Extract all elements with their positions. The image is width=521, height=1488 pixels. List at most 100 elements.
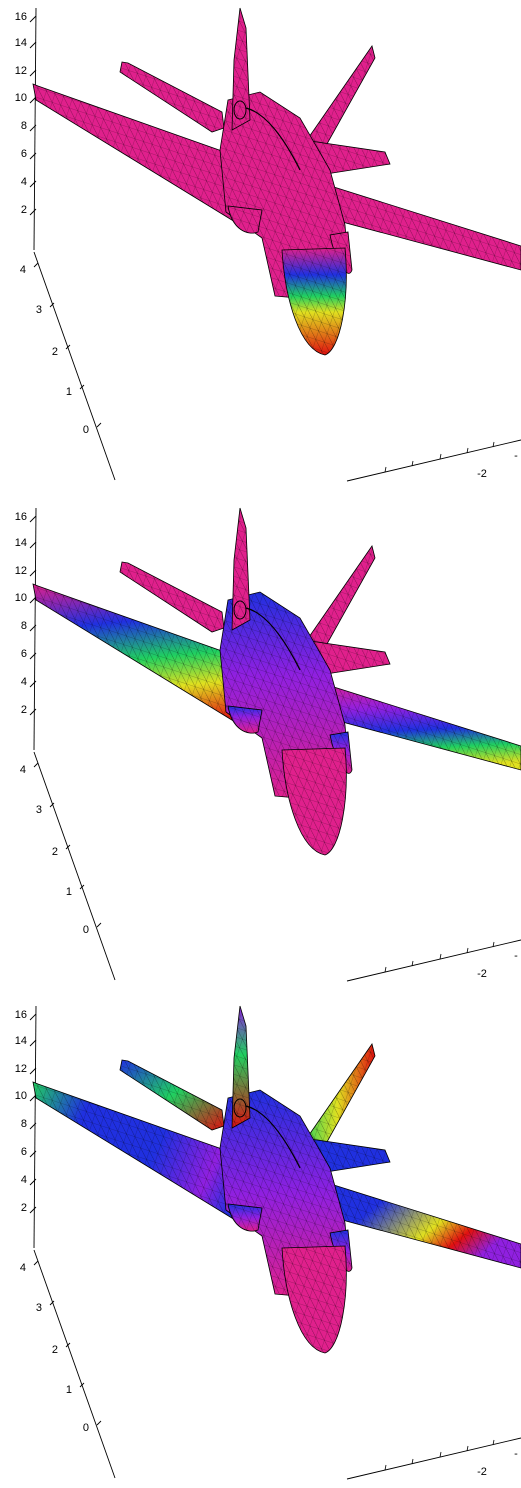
z-tick-label: 8: [21, 120, 27, 132]
y-tick-mark: [65, 844, 71, 850]
z-tick-mark: [29, 1039, 37, 1047]
right-tail-fin-mesh: [300, 46, 375, 162]
z-tick-label: 12: [15, 1063, 27, 1075]
left-wing-mesh: [33, 84, 270, 235]
z-tick-mark: [29, 1013, 37, 1021]
z-tick-mark: [29, 1150, 37, 1158]
left-engine-mesh: [228, 1204, 262, 1232]
z-tick-label: 10: [15, 92, 27, 104]
nose-cone-mesh: [282, 1246, 347, 1353]
x-axis-line: [346, 439, 521, 482]
z-tick-mark: [29, 1178, 37, 1186]
x-tick-label: -: [514, 1448, 518, 1460]
z-tick-mark: [29, 15, 37, 23]
x-axis-line: [346, 939, 521, 982]
x-minor-tick: [439, 453, 442, 460]
z-tick-mark: [29, 124, 37, 132]
y-tick-label: 0: [83, 924, 89, 936]
y-tick-label: 4: [20, 764, 26, 776]
left-wing-mesh: [33, 1082, 270, 1233]
y-tick-mark: [65, 344, 71, 350]
y-tick-mark: [79, 884, 85, 890]
right-wing-mesh: [300, 1178, 521, 1268]
right-wing-mesh: [300, 180, 521, 270]
dorsal-ridge: [245, 107, 301, 171]
nose-cone-mesh: [282, 748, 347, 855]
y-tick-mark: [33, 262, 39, 268]
right-tail-fin-mesh: [300, 546, 375, 662]
z-tick-label: 4: [21, 676, 27, 688]
y-tick-mark: [33, 762, 39, 768]
x-tick-label: -2: [477, 1466, 487, 1478]
z-tick-label: 16: [15, 1009, 27, 1021]
x-axis-line: [346, 1437, 521, 1480]
z-tick-mark: [29, 1067, 37, 1075]
y-tick-mark: [49, 302, 55, 308]
y-tick-mark: [49, 1300, 55, 1306]
y-tick-mark: [49, 802, 55, 808]
z-tick-label: 2: [21, 204, 27, 216]
y-tick-mark: [79, 384, 85, 390]
left-engine-mesh: [228, 706, 262, 734]
left-stabilizer-mesh: [120, 62, 224, 132]
z-tick-label: 16: [15, 511, 27, 523]
y-tick-label: 3: [36, 804, 42, 816]
y-axis-line: [33, 751, 116, 981]
z-tick-mark: [29, 208, 37, 216]
z-tick-mark: [29, 708, 37, 716]
y-tick-mark: [65, 1342, 71, 1348]
z-tick-label: 10: [15, 592, 27, 604]
z-tick-label: 6: [21, 1146, 27, 1158]
y-tick-label: 0: [83, 424, 89, 436]
z-tick-label: 8: [21, 1118, 27, 1130]
y-tick-label: 2: [52, 846, 58, 858]
x-minor-tick: [384, 1464, 387, 1471]
y-tick-mark: [96, 1420, 102, 1426]
z-axis-line: [33, 1005, 37, 1249]
z-axis-line: [33, 7, 37, 251]
z-tick-label: 12: [15, 565, 27, 577]
nose-cone-mesh: [282, 248, 347, 355]
y-tick-label: 4: [20, 1262, 26, 1274]
x-minor-tick: [384, 966, 387, 973]
z-tick-mark: [29, 596, 37, 604]
z-tick-mark: [29, 624, 37, 632]
x-tick-label: -2: [477, 968, 487, 980]
x-minor-tick: [466, 947, 469, 954]
left-stabilizer-mesh: [120, 1060, 224, 1130]
z-tick-label: 4: [21, 1174, 27, 1186]
intake-ring: [233, 600, 247, 620]
z-tick-label: 2: [21, 1202, 27, 1214]
z-tick-label: 16: [15, 11, 27, 23]
y-tick-label: 4: [20, 264, 26, 276]
x-minor-tick: [411, 1458, 414, 1465]
y-axis-line: [33, 1249, 116, 1479]
z-tick-mark: [29, 69, 37, 77]
y-tick-mark: [96, 422, 102, 428]
dorsal-ridge: [245, 607, 301, 671]
z-tick-mark: [29, 180, 37, 188]
z-tick-label: 14: [15, 37, 27, 49]
x-minor-tick: [439, 953, 442, 960]
z-tick-mark: [29, 541, 37, 549]
z-tick-label: 14: [15, 537, 27, 549]
z-tick-label: 2: [21, 704, 27, 716]
z-tick-mark: [29, 1206, 37, 1214]
y-tick-mark: [79, 1382, 85, 1388]
x-tick-label: -: [514, 450, 518, 462]
z-tick-mark: [29, 1122, 37, 1130]
right-wing-mesh: [300, 680, 521, 770]
x-minor-tick: [466, 1445, 469, 1452]
x-minor-tick: [439, 1451, 442, 1458]
z-tick-label: 4: [21, 176, 27, 188]
z-tick-label: 6: [21, 148, 27, 160]
y-tick-label: 1: [66, 886, 72, 898]
y-tick-mark: [33, 1260, 39, 1266]
intake-ring: [233, 1098, 247, 1118]
x-minor-tick: [466, 447, 469, 454]
z-axis-line: [33, 507, 37, 751]
y-tick-label: 1: [66, 386, 72, 398]
